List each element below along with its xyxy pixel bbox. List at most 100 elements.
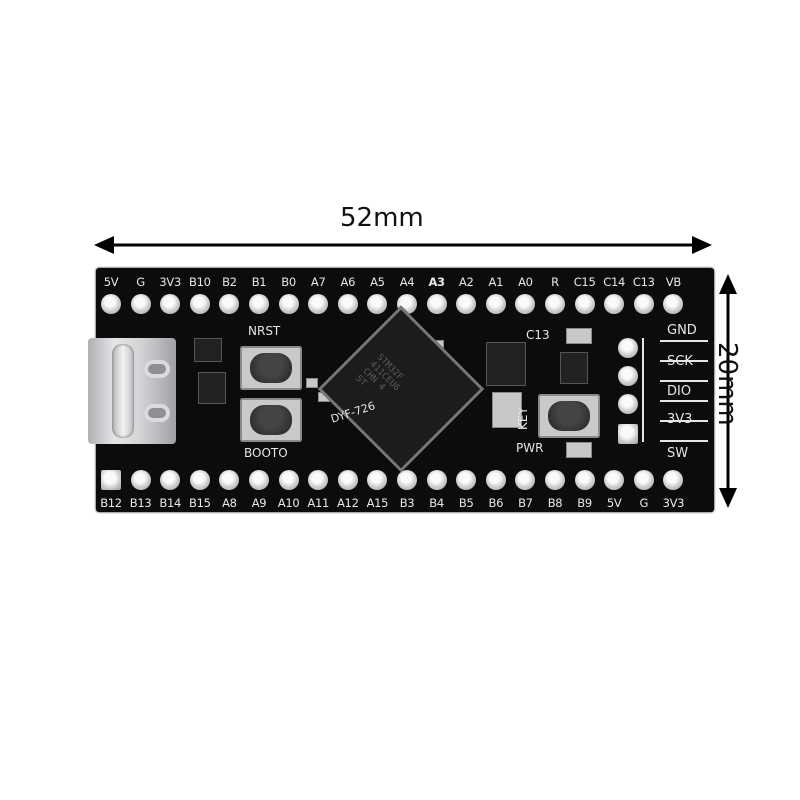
- top-pin-pad: [574, 294, 595, 314]
- top-pin-label: A0: [518, 275, 533, 289]
- top-pin-label: R: [551, 275, 559, 289]
- bottom-pin-pad: [130, 470, 151, 490]
- bottom-pin-pad: [397, 470, 417, 490]
- top-pin-label: A3: [428, 275, 445, 289]
- power-led: [566, 442, 592, 458]
- top-pin-label: B10: [188, 275, 211, 289]
- bottom-pin-pad: [308, 470, 329, 490]
- bottom-pin-label: A9: [251, 496, 267, 510]
- top-pin-pad: [219, 294, 240, 314]
- bottom-pin-label: B8: [547, 496, 563, 510]
- top-pin-label: VB: [665, 275, 681, 289]
- usb-shield-lug: [144, 404, 170, 422]
- bottom-pin-label: 5V: [606, 496, 622, 510]
- top-pin-label: C13: [632, 275, 655, 289]
- c13-label: C13: [526, 328, 550, 342]
- top-pin-label: B2: [222, 275, 237, 289]
- swd-pin-pad: [618, 366, 638, 386]
- bottom-pin-pad: [101, 470, 121, 490]
- swd-pin-label: GND: [667, 323, 697, 338]
- swd-pin-label: DIO: [667, 384, 692, 399]
- bottom-pin-pad: [545, 470, 565, 490]
- bottom-pin-pad: [633, 470, 654, 490]
- bottom-pin-pad: [189, 470, 210, 490]
- usb-c-connector: [88, 338, 176, 444]
- swd-pin-label: 3V3: [667, 412, 693, 427]
- bottom-pin-label: A12: [336, 496, 359, 510]
- bottom-pin-label: A11: [307, 496, 329, 510]
- key-button[interactable]: [538, 394, 600, 438]
- boot0-label: BOOTO: [244, 446, 288, 460]
- bottom-pin-label: B6: [488, 496, 504, 510]
- bottom-pin-label: B13: [129, 496, 152, 510]
- nrst-label: NRST: [248, 324, 281, 338]
- bottom-pin-label: B14: [159, 496, 181, 510]
- bottom-pin-pad: [249, 470, 269, 490]
- bottom-pin-pad: [574, 470, 595, 490]
- crystal-component: [486, 342, 526, 386]
- top-pin-label: A1: [488, 275, 504, 289]
- top-pin-pad: [456, 294, 477, 314]
- bottom-pin-label: B15: [188, 496, 211, 510]
- bottom-pin-pad: [456, 470, 477, 490]
- swd-pin-pad: [618, 338, 638, 358]
- bottom-pin-label: A10: [277, 496, 300, 510]
- top-pin-pad: [337, 294, 358, 314]
- bottom-pin-label: A15: [366, 496, 389, 510]
- ldo-component: [560, 352, 588, 384]
- swd-divider: [660, 440, 708, 442]
- swd-divider: [660, 380, 708, 382]
- swd-divider: [660, 360, 708, 362]
- top-pin-label: B0: [281, 275, 296, 289]
- bottom-pin-label: 3V3: [662, 496, 685, 510]
- bottom-pin-label: G: [639, 496, 649, 510]
- swd-divider: [660, 340, 708, 342]
- bottom-pin-pad: [278, 470, 299, 490]
- c13-led: [566, 328, 592, 344]
- regulator-component: [198, 372, 226, 404]
- top-pin-label: 5V: [103, 275, 119, 289]
- key-label: KEY: [516, 407, 530, 430]
- usb-shield-lug: [144, 360, 170, 378]
- bottom-pin-label: B12: [100, 496, 122, 510]
- pwr-label: PWR: [516, 441, 544, 455]
- height-dimension-label: 20mm: [712, 342, 742, 426]
- crystal-32khz-component: [492, 392, 522, 428]
- top-pin-label: 3V3: [159, 275, 181, 289]
- top-pin-pad: [633, 294, 654, 314]
- top-pin-pad: [367, 294, 388, 314]
- top-pin-pad: [101, 294, 121, 314]
- bottom-pin-label: B3: [399, 496, 415, 510]
- usb-c-port: [112, 344, 134, 438]
- top-pin-pad: [249, 294, 269, 314]
- top-pin-pad: [663, 294, 684, 314]
- top-pin-label: A5: [370, 275, 385, 289]
- swd-pin-pad: [618, 394, 638, 414]
- bottom-pin-pad: [367, 470, 388, 490]
- top-pin-label: A6: [340, 275, 356, 289]
- top-pin-label: A4: [399, 275, 415, 289]
- boot0-button[interactable]: [240, 398, 302, 442]
- top-pin-pad: [308, 294, 329, 314]
- bottom-pin-pad: [663, 470, 684, 490]
- top-pin-pad: [278, 294, 299, 314]
- top-pin-pad: [515, 294, 536, 314]
- width-dimension-label: 52mm: [340, 203, 424, 233]
- top-pin-pad: [545, 294, 565, 314]
- diode-component: [194, 338, 222, 362]
- bottom-pin-pad: [426, 470, 447, 490]
- bottom-pin-pad: [485, 470, 506, 490]
- top-pin-label: A7: [310, 275, 326, 289]
- bottom-pin-label: B9: [577, 496, 592, 510]
- bottom-pin-pad: [160, 470, 181, 490]
- top-pin-pad: [160, 294, 181, 314]
- bottom-pin-label: B4: [429, 496, 444, 510]
- bottom-pin-label: B5: [458, 496, 474, 510]
- top-pin-pad: [426, 294, 447, 314]
- bottom-pin-label: A8: [222, 496, 237, 510]
- bottom-pin-label: B7: [518, 496, 533, 510]
- capacitor-component: [306, 378, 318, 388]
- bottom-pin-pad: [604, 470, 625, 490]
- reset-button[interactable]: [240, 346, 302, 390]
- bottom-pin-pad: [337, 470, 358, 490]
